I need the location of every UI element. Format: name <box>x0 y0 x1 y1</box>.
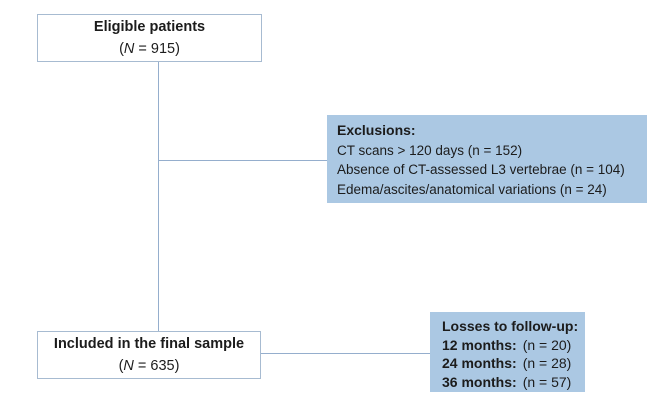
losses-title: Losses to follow-up: <box>442 318 579 334</box>
eligible-patients-box: Eligible patients (N = 915) <box>37 14 262 62</box>
included-final-sample-title: Included in the final sample <box>53 336 245 352</box>
count-suffix: = 635) <box>133 358 180 374</box>
exclusions-title: Exclusions: <box>337 122 416 138</box>
exclusions-box: Exclusions: CT scans > 120 days (n = 152… <box>327 115 647 203</box>
loss-row-36-months: 36 months: (n = 57) <box>442 373 573 392</box>
exclusion-item: Edema/ascites/anatomical variations (n =… <box>337 181 607 197</box>
count-suffix: = 915) <box>134 41 180 57</box>
eligible-patients-count: (N = 915) <box>119 38 180 60</box>
loss-row-value: (n = 57) <box>522 373 572 390</box>
exclusion-item: Absence of CT-assessed L3 vertebrae (n =… <box>337 162 625 177</box>
losses-to-follow-up-box: Losses to follow-up: 12 months:(n = 20) … <box>430 312 585 392</box>
connector-to-losses <box>261 353 430 355</box>
loss-row-value: (n = 20) <box>522 336 572 353</box>
connector-vertical-main <box>158 62 160 331</box>
loss-row-value: (n = 28) <box>522 355 572 371</box>
eligible-patients-title: Eligible patients <box>93 19 206 35</box>
count-prefix: ( <box>118 358 124 374</box>
loss-row-12-months: 12 months: (n = 20) <box>442 336 573 355</box>
exclusion-item: CT scans > 120 days (n = 152) <box>337 142 523 158</box>
count-symbol: N <box>123 41 135 57</box>
included-final-sample-count: (N = 635) <box>119 355 180 377</box>
loss-row-label: 24 months: <box>442 355 517 371</box>
loss-row-label: 36 months: <box>442 373 517 390</box>
included-final-sample-box: Included in the final sample (N = 635) <box>37 331 261 379</box>
count-symbol: N <box>123 358 134 374</box>
count-prefix: ( <box>119 41 124 57</box>
loss-row-24-months: 24 months: (n = 28) <box>442 354 573 373</box>
loss-row-label: 12 months: <box>442 336 517 353</box>
connector-to-exclusions <box>158 160 327 162</box>
